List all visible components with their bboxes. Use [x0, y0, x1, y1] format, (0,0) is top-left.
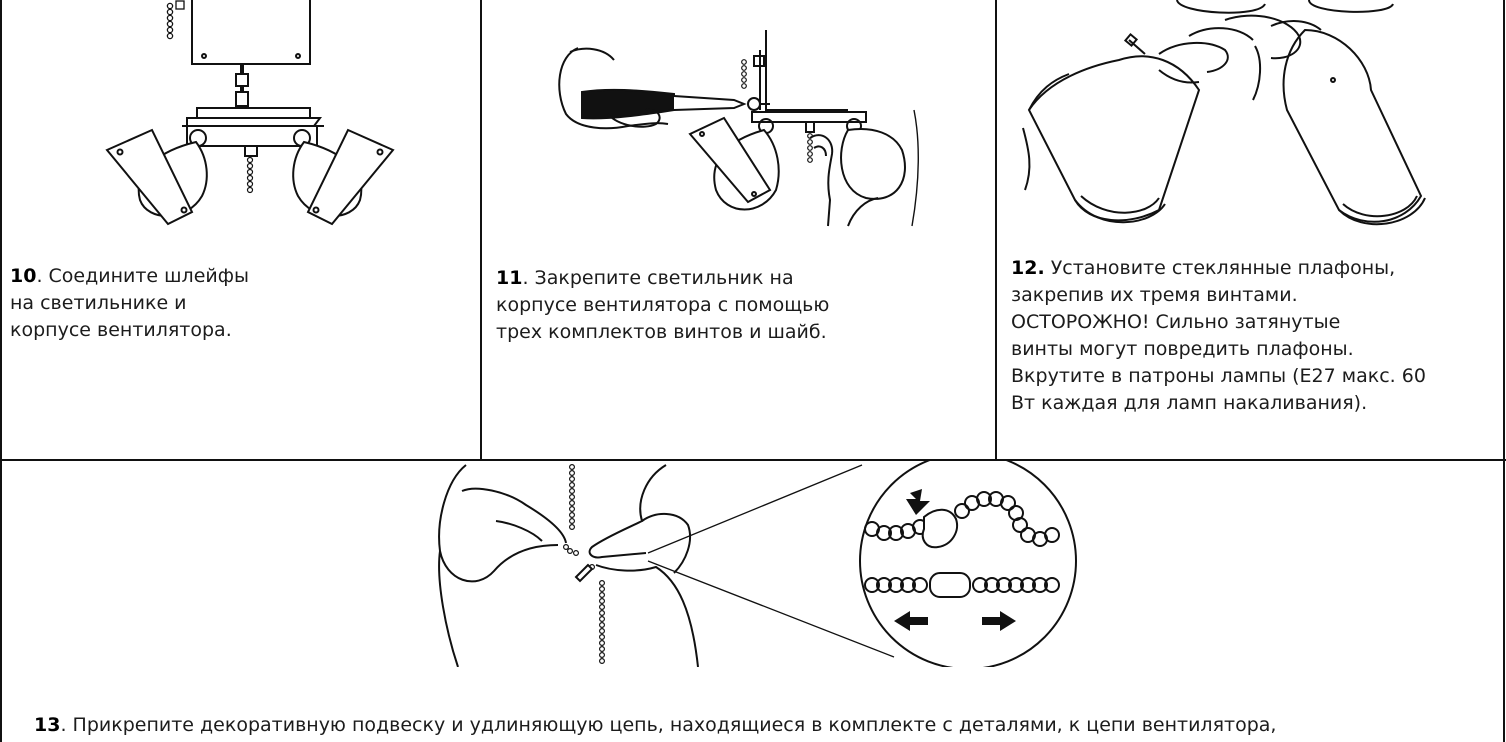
step-11-text: . Закрепите светильник на корпусе вентил… [496, 267, 829, 343]
step-12-panel: 12. Установите стеклянные плафоны, закре… [997, 0, 1503, 459]
step-10-text: . Соедините шлейфы на светильнике и корп… [10, 265, 249, 341]
screw-icon [1125, 34, 1145, 54]
step-11-caption: 11. Закрепите светильник на корпусе вент… [496, 238, 976, 346]
step-10-illustration [92, 0, 412, 228]
step-12-illustration [1009, 0, 1489, 230]
step-13-illustration [416, 461, 1096, 667]
step-12-text: Установите стеклянные плафоны, закрепив … [1011, 257, 1426, 414]
step-12-caption: 12. Установите стеклянные плафоны, закре… [1011, 228, 1499, 417]
border-right [1503, 0, 1505, 742]
step-13-text: . Прикрепите декоративную подвеску и удл… [34, 714, 1299, 742]
step-11-panel: 11. Закрепите светильник на корпусе вент… [482, 0, 995, 459]
chain-icon [167, 1, 184, 39]
step-10-caption: 10. Соедините шлейфы на светильнике и ко… [10, 236, 470, 344]
step-13-panel: 13. Прикрепите декоративную подвеску и у… [2, 461, 1503, 742]
step-13-caption: 13. Прикрепите декоративную подвеску и у… [34, 683, 1494, 742]
step-10-number: 10 [10, 265, 36, 287]
step-13-number: 13 [34, 714, 60, 736]
step-10-panel: 10. Соедините шлейфы на светильнике и ко… [2, 0, 480, 459]
step-12-number: 12. [1011, 257, 1045, 279]
step-11-illustration [548, 30, 928, 230]
step-11-number: 11 [496, 267, 522, 289]
